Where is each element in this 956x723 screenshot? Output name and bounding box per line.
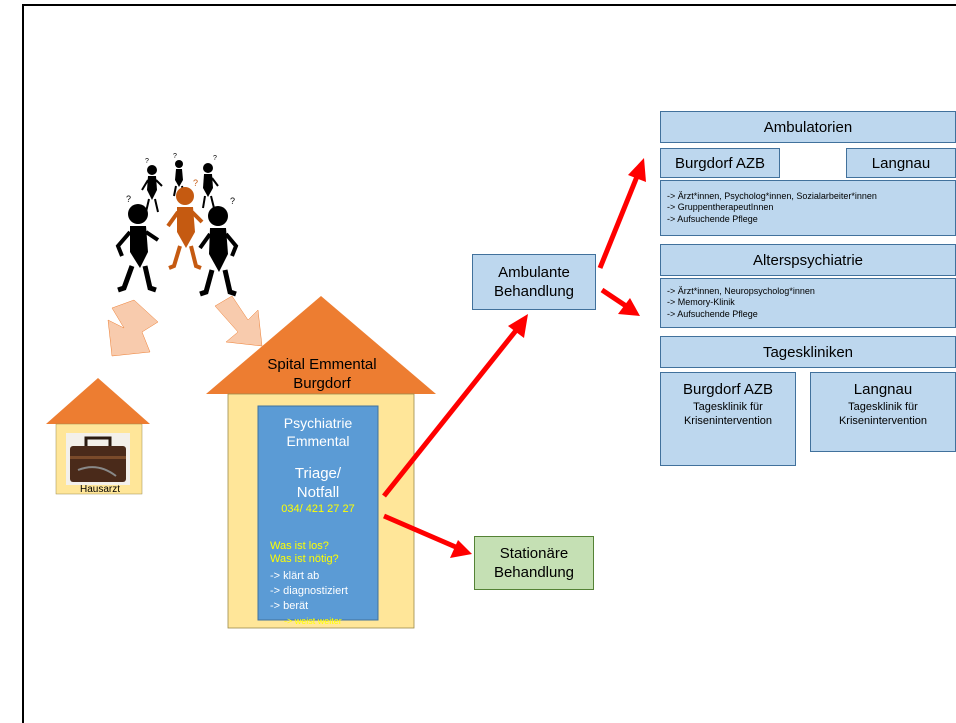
desc-line2: Krisenintervention <box>838 415 928 427</box>
question-2: Was ist nötig? <box>270 553 339 565</box>
list-item: -> Memory-Klinik <box>667 297 735 308</box>
tageskliniken-langnau: Langnau Tagesklinik für Kriseninterventi… <box>810 372 956 452</box>
svg-text:?: ? <box>173 153 177 160</box>
psychiatrie-questions: Was ist los? Was ist nötig? <box>270 540 380 566</box>
arrow-to-hausarzt <box>107 299 159 357</box>
stationaer-line2: Behandlung <box>493 564 575 581</box>
red-arrows <box>382 158 646 558</box>
hausarzt-roof <box>46 378 150 424</box>
question-1: Was ist los? <box>270 540 329 552</box>
svg-text:?: ? <box>230 196 235 206</box>
list-item: -> GruppentherapeutInnen <box>667 202 774 213</box>
list-item: -> Aufsuchende Pflege <box>667 308 758 319</box>
psychiatrie-title-line1: Psychiatrie <box>283 415 353 431</box>
alterspsychiatrie-list: -> Ärzt*innen, Neuropsycholog*innen -> M… <box>660 278 956 328</box>
triage-line1: Triage/ <box>294 465 342 482</box>
ambulant-line2: Behandlung <box>493 283 575 300</box>
triage-label: Triage/ Notfall <box>258 464 378 502</box>
stationaer-line1: Stationäre <box>499 545 569 562</box>
svg-text:?: ? <box>193 178 198 188</box>
ambulante-behandlung-box: Ambulante Behandlung <box>472 254 596 310</box>
doctor-bag-icon <box>66 433 130 485</box>
tageskliniken-langnau-name: Langnau <box>853 381 913 398</box>
list-item: -> Aufsuchende Pflege <box>667 213 758 224</box>
action-item: -> diagnostiziert <box>270 585 348 597</box>
psychiatrie-title: Psychiatrie Emmental <box>258 414 378 450</box>
desc-line2: Krisenintervention <box>683 415 773 427</box>
psychiatrie-actions: -> klärt ab -> diagnostiziert -> berät -… <box>270 569 380 629</box>
triage-line2: Notfall <box>296 484 340 501</box>
action-item: -> klärt ab <box>270 570 320 582</box>
tageskliniken-langnau-desc: Tagesklinik für Krisenintervention <box>839 400 927 428</box>
ambulatorien-langnau: Langnau <box>846 148 956 178</box>
psychiatrie-box <box>257 405 379 621</box>
phone-number: 034/ 421 27 27 <box>281 503 355 515</box>
confused-people-icon: ? ? ? ? ? <box>115 153 239 297</box>
stationaere-behandlung-box: Stationäre Behandlung <box>474 536 594 590</box>
spital-title-line1: Spital Emmental <box>267 356 377 373</box>
ambulatorien-list: -> Ärzt*innen, Psycholog*innen, Sozialar… <box>660 180 956 236</box>
list-item: -> Ärzt*innen, Neuropsycholog*innen <box>667 285 815 296</box>
slide-frame <box>22 4 956 723</box>
desc-line1: Tagesklinik für <box>693 401 763 413</box>
alterspsychiatrie-header: Alterspsychiatrie <box>660 244 956 276</box>
spital-roof <box>206 296 436 394</box>
svg-text:?: ? <box>145 158 149 165</box>
ambulatorien-burgdorf: Burgdorf AZB <box>660 148 780 178</box>
svg-text:?: ? <box>126 194 131 204</box>
ambulatorien-header: Ambulatorien <box>660 111 956 143</box>
tageskliniken-burgdorf-desc: Tagesklinik für Krisenintervention <box>684 400 772 428</box>
spital-title-line2: Burgdorf <box>293 375 351 392</box>
tageskliniken-header: Tageskliniken <box>660 336 956 368</box>
desc-line1: Tagesklinik für <box>848 401 918 413</box>
spital-title: Spital Emmental Burgdorf <box>240 355 404 393</box>
ambulant-line1: Ambulante <box>498 264 570 281</box>
list-item: -> Ärzt*innen, Psycholog*innen, Sozialar… <box>667 190 877 201</box>
action-item: -> weist weiter <box>284 616 342 626</box>
tageskliniken-burgdorf-name: Burgdorf AZB <box>682 381 774 398</box>
svg-text:?: ? <box>213 155 217 162</box>
tageskliniken-burgdorf: Burgdorf AZB Tagesklinik für Kriseninter… <box>660 372 796 466</box>
hausarzt-label: Hausarzt <box>79 484 120 495</box>
arrow-to-spital <box>214 295 263 347</box>
psychiatrie-title-line2: Emmental <box>286 433 350 449</box>
action-item: -> berät <box>270 600 309 612</box>
